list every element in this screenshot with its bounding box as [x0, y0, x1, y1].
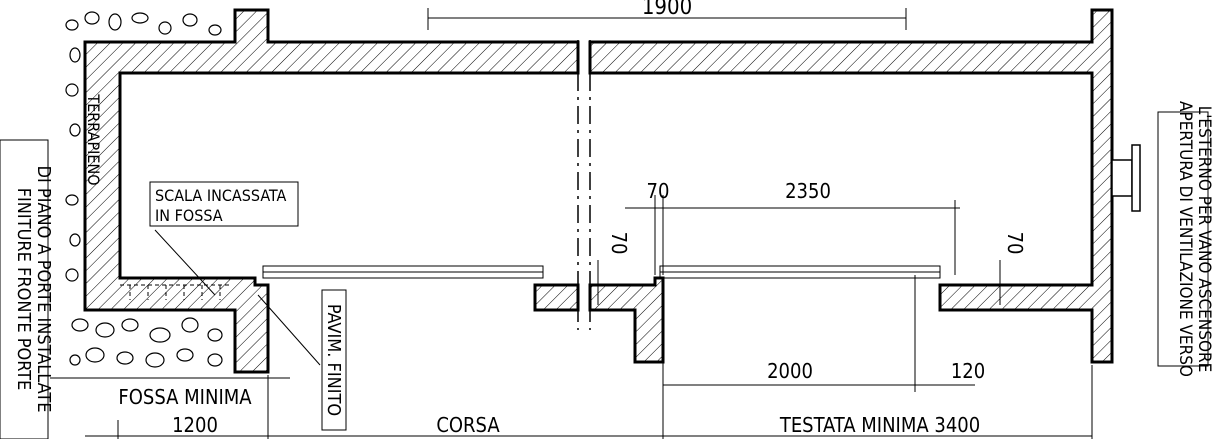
top-slab-left: [83, 8, 580, 374]
dim-70-left: 70: [647, 179, 670, 203]
dim-2000: 2000: [767, 359, 813, 383]
corsa-label: CORSA: [436, 413, 500, 437]
pavim-finito-label: PAVIM. FINITO: [323, 304, 344, 416]
dim-70-vertical-right: 70: [1003, 232, 1027, 255]
terrapieno-label: TERRAPIENO: [84, 93, 103, 185]
fossa-1200-label: 1200: [172, 413, 218, 437]
top-slab-right: [588, 8, 1114, 364]
fossa-minima-label: FOSSA MINIMA: [118, 385, 252, 409]
testata-minima-label: TESTATA MINIMA 3400: [779, 413, 980, 437]
dimension-lines: [50, 8, 1093, 439]
apertura-label-line1: APERTURA DI VENTILAZIONE VERSO: [1175, 101, 1195, 377]
finiture-label-line2: DI PIANO A PORTE INSTALLATE: [33, 166, 54, 413]
dim-120: 120: [951, 359, 985, 383]
dim-70-vertical-left: 70: [607, 232, 631, 255]
scala-callout-box: [149, 181, 299, 227]
mid-landing-slab: [588, 276, 665, 364]
left-landing-slab: [533, 283, 580, 312]
finiture-label-line1: FINITURE FRONTE PORTE: [13, 188, 34, 391]
apertura-callout-box: [1157, 111, 1209, 367]
ventilation-opening: [1111, 144, 1141, 212]
scala-label-line1: SCALA INCASSATA: [155, 186, 286, 205]
finiture-callout-box: [0, 139, 49, 439]
callout-boxes: [0, 111, 1209, 439]
scala-label-line2: IN FOSSA: [155, 206, 223, 225]
pavim-callout-box: [321, 289, 347, 431]
pit-ladder: [120, 284, 230, 300]
dim-2350: 2350: [785, 179, 831, 203]
drawing-labels: 1900 70 2350 70 70 2000 120 FOSSA MINIMA…: [13, 0, 1212, 437]
door-sills: [262, 265, 941, 279]
dim-top-width: 1900: [642, 0, 692, 20]
apertura-label-line2: L'ESTERNO PER VANO ASCENSORE: [1194, 106, 1212, 373]
break-line: [577, 40, 591, 330]
terrain-rubble: [65, 11, 223, 368]
